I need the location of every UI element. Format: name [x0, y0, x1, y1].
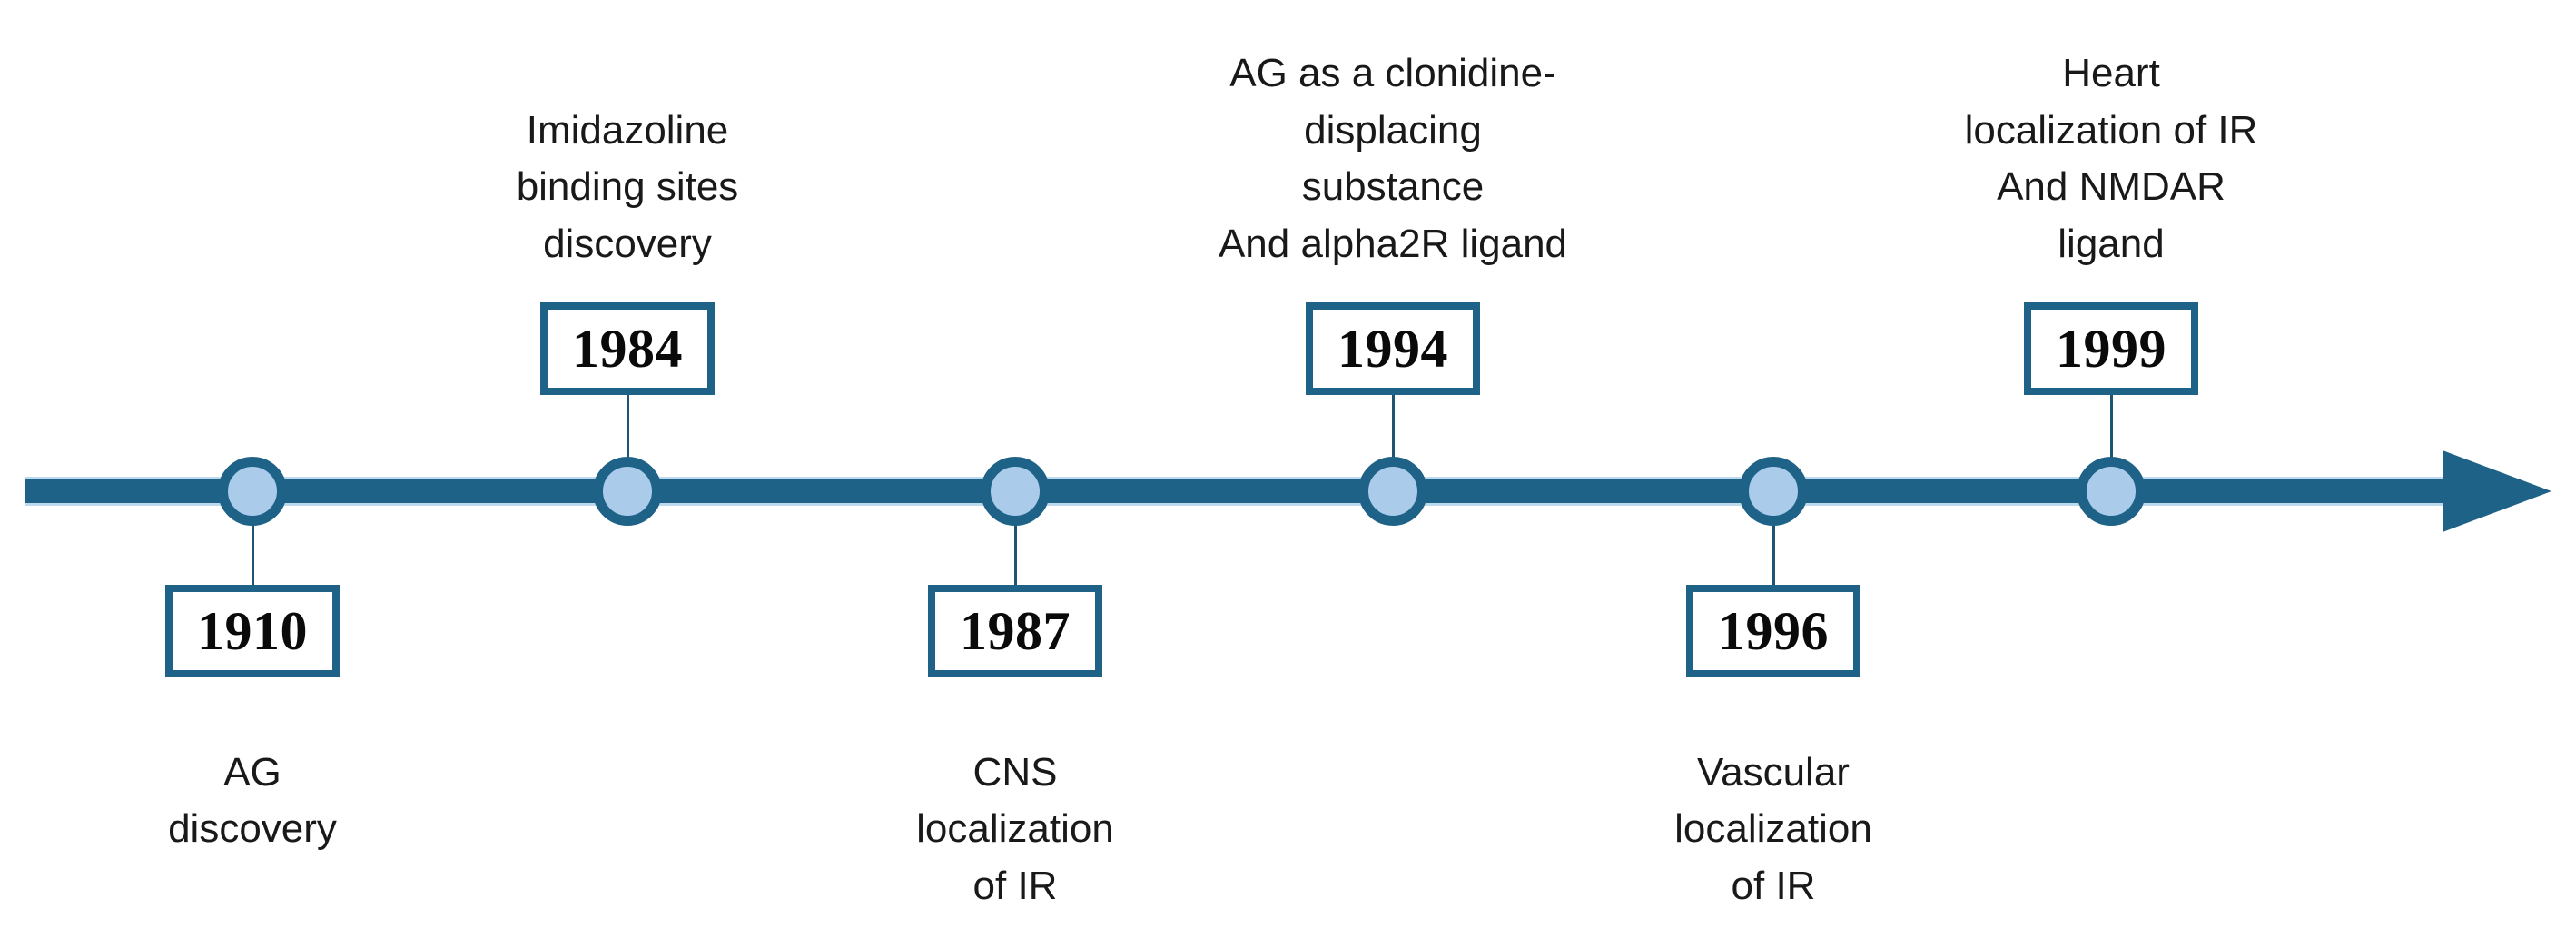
event-connector-stem — [1392, 390, 1395, 463]
event-node-circle-icon[interactable] — [981, 457, 1050, 526]
event-connector-stem — [252, 519, 254, 590]
timeline-axis-line — [25, 479, 2468, 503]
event-year-label: 1987 — [960, 601, 1071, 661]
event-connector-stem — [1014, 519, 1017, 590]
event-year-box[interactable]: 1994 — [1306, 302, 1480, 395]
event-year-box[interactable]: 1910 — [165, 585, 340, 677]
event-year-label: 1999 — [2056, 319, 2166, 379]
event-connector-stem — [2110, 390, 2113, 463]
event-node-circle-icon[interactable] — [1358, 457, 1427, 526]
event-connector-stem — [1772, 519, 1775, 590]
event-year-label: 1984 — [572, 319, 683, 379]
event-caption: Imidazoline binding sites discovery — [516, 107, 739, 266]
event-year-box[interactable]: 1996 — [1686, 585, 1860, 677]
event-caption: AG as a clonidine- displacing substance … — [1218, 51, 1568, 266]
event-caption: AG discovery — [168, 750, 337, 852]
event-year-label: 1994 — [1337, 319, 1448, 379]
timeline-arrowhead-icon — [2443, 450, 2551, 532]
event-caption: CNS localization of IR — [916, 750, 1114, 908]
event-node-circle-icon[interactable] — [2077, 457, 2146, 526]
event-caption: Heart localization of IR And NMDAR ligan… — [1964, 51, 2258, 266]
event-node-circle-icon[interactable] — [593, 457, 662, 526]
event-year-box[interactable]: 1984 — [540, 302, 715, 395]
event-connector-stem — [627, 390, 629, 463]
event-year-box[interactable]: 1999 — [2024, 302, 2198, 395]
event-year-label: 1910 — [197, 601, 308, 661]
event-year-box[interactable]: 1987 — [928, 585, 1102, 677]
event-node-circle-icon[interactable] — [218, 457, 287, 526]
event-node-circle-icon[interactable] — [1739, 457, 1808, 526]
event-year-label: 1996 — [1718, 601, 1829, 661]
event-caption: Vascular localization of IR — [1674, 750, 1872, 908]
